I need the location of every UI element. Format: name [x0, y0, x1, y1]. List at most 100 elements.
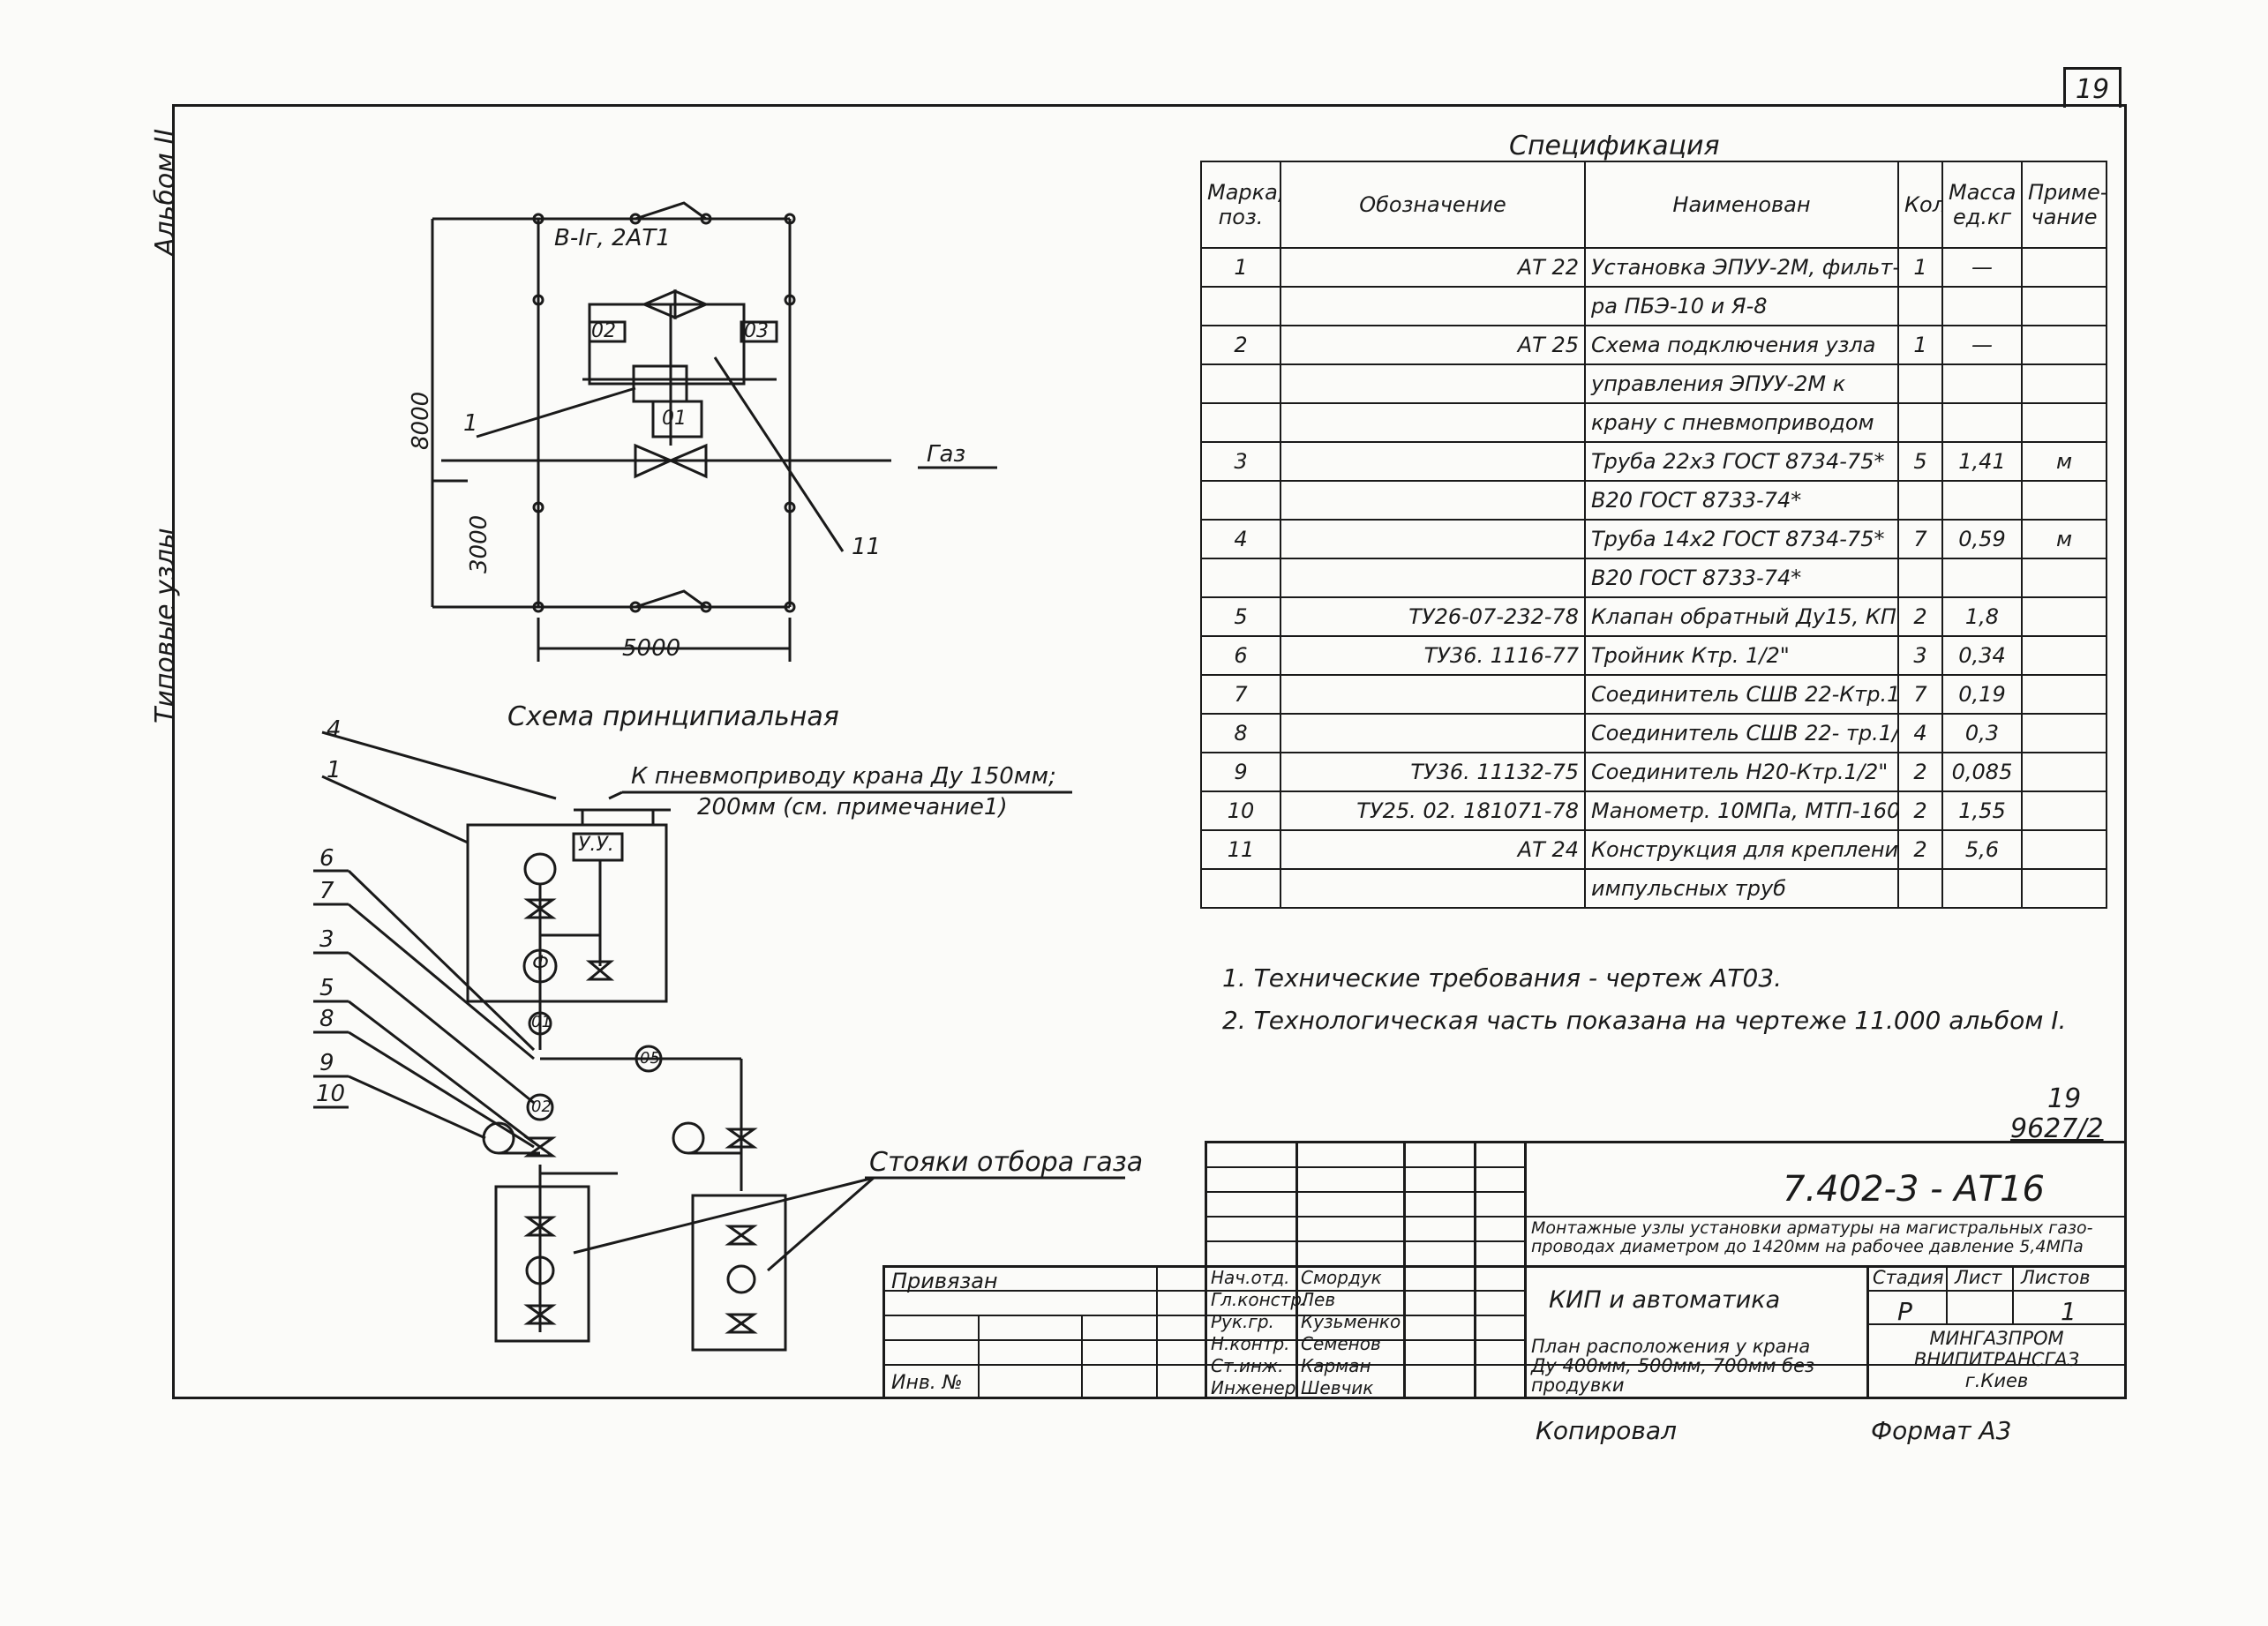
- spec-cell-note: [2021, 402, 2107, 443]
- role-name: Лев: [1301, 1289, 1336, 1310]
- spec-cell-name: Соединитель СШВ 22- тр.1/2": [1584, 713, 1899, 753]
- spec-cell-mass: [1941, 286, 2023, 326]
- spec-cell-note: [2021, 713, 2107, 753]
- stamp-num-top: 19: [2047, 1083, 2082, 1114]
- spec-cell-pos: 11: [1200, 829, 1281, 870]
- role-title: Рук.гр.: [1211, 1311, 1274, 1332]
- spec-cell-pos: [1200, 480, 1281, 521]
- schema-yy: У.У.: [578, 834, 614, 856]
- spec-cell-name: Клапан обратный Ду15, КП-160: [1584, 596, 1899, 637]
- spec-cell-designation: [1280, 441, 1586, 482]
- spec-cell-designation: [1280, 363, 1586, 404]
- spec-cell-designation: АТ 24: [1280, 829, 1586, 870]
- spec-cell-qty: [1897, 558, 1943, 598]
- spec-cell-qty: 1: [1897, 247, 1943, 288]
- spec-cell-name: крану с пневмоприводом: [1584, 402, 1899, 443]
- spec-cell-pos: 2: [1200, 325, 1281, 365]
- role-title: Инженер: [1211, 1377, 1296, 1398]
- role-name: Семенов: [1301, 1333, 1381, 1354]
- titleblock-inv: Инв. №: [891, 1372, 963, 1394]
- schema-callout-1: 1: [327, 757, 342, 783]
- spec-cell-qty: [1897, 480, 1943, 521]
- spec-cell-name: Труба 22х3 ГОСТ 8734-75*: [1584, 441, 1899, 482]
- titleblock-format: Формат А3: [1871, 1416, 2012, 1445]
- spec-cell-designation: АТ 25: [1280, 325, 1586, 365]
- spec-cell-note: [2021, 558, 2107, 598]
- spec-cell-qty: [1897, 402, 1943, 443]
- titleblock-project: Монтажные узлы установки арматуры на маг…: [1531, 1218, 2093, 1256]
- spec-cell-pos: 10: [1200, 791, 1281, 831]
- spec-cell-note: [2021, 752, 2107, 792]
- stamp-num-bottom: 9627/2: [2010, 1113, 2104, 1144]
- spec-cell-mass: —: [1941, 247, 2023, 288]
- spec-cell-mass: 1,41: [1941, 441, 2023, 482]
- spec-cell-mass: 0,085: [1941, 752, 2023, 792]
- spec-cell-pos: 6: [1200, 635, 1281, 676]
- spec-cell-mass: [1941, 868, 2023, 909]
- spec-cell-note: [2021, 791, 2107, 831]
- spec-cell-note: [2021, 596, 2107, 637]
- titleblock-sheet-title: План расположения у крана Ду 400мм, 500м…: [1531, 1336, 1815, 1396]
- schema-02: 02: [531, 1098, 552, 1116]
- spec-cell-mass: 1,8: [1941, 596, 2023, 637]
- note-1: 1. Технические требования - чертеж АТ03.: [1222, 963, 1783, 993]
- spec-cell-mass: [1941, 363, 2023, 404]
- spec-cell-pos: [1200, 402, 1281, 443]
- plan-label-02: 02: [591, 320, 616, 342]
- spec-cell-note: [2021, 480, 2107, 521]
- spec-cell-note: [2021, 868, 2107, 909]
- schema-callout-9: 9: [319, 1050, 334, 1076]
- note-2: 2. Технологическая часть показана на чер…: [1222, 1006, 2067, 1035]
- spec-cell-note: [2021, 635, 2107, 676]
- spec-cell-designation: ТУ36. 11132-75: [1280, 752, 1586, 792]
- spec-header-note: Приме- чание: [2021, 161, 2107, 249]
- schema-callout-10: 10: [316, 1081, 346, 1107]
- role-title: Ст.инж.: [1211, 1355, 1284, 1376]
- spec-cell-mass: —: [1941, 325, 2023, 365]
- spec-cell-qty: 4: [1897, 713, 1943, 753]
- spec-cell-pos: [1200, 558, 1281, 598]
- spec-cell-pos: 5: [1200, 596, 1281, 637]
- spec-header-name: Наименован: [1584, 161, 1899, 249]
- spec-cell-mass: 0,59: [1941, 519, 2023, 559]
- spec-cell-mass: [1941, 480, 2023, 521]
- spec-cell-mass: 0,34: [1941, 635, 2023, 676]
- role-name: Карман: [1301, 1355, 1371, 1376]
- spec-cell-pos: 7: [1200, 674, 1281, 715]
- titleblock-sheets-header: Листов: [2021, 1267, 2091, 1288]
- spec-cell-name: В20 ГОСТ 8733-74*: [1584, 480, 1899, 521]
- schema-callout-8: 8: [319, 1006, 334, 1032]
- spec-cell-pos: [1200, 286, 1281, 326]
- titleblock-stage-header: Стадия: [1873, 1267, 1944, 1288]
- spec-header-designation: Обозначение: [1280, 161, 1586, 249]
- spec-cell-name: В20 ГОСТ 8733-74*: [1584, 558, 1899, 598]
- spec-cell-note: [2021, 247, 2107, 288]
- spec-cell-name: Соединитель СШВ 22-Ктр.1/2": [1584, 674, 1899, 715]
- spec-cell-pos: 9: [1200, 752, 1281, 792]
- spec-header-qty: Кол.: [1897, 161, 1943, 249]
- titleblock-sheet-header: Лист: [1955, 1267, 2002, 1288]
- spec-header-mass: Масса ед.кг: [1941, 161, 2023, 249]
- titleblock-copied: Копировал: [1536, 1416, 1677, 1445]
- schema-callout-6: 6: [319, 845, 334, 872]
- schema-title: Схема принципиальная: [507, 701, 839, 732]
- sheet-number: 19: [2063, 67, 2122, 108]
- spec-cell-pos: 3: [1200, 441, 1281, 482]
- spec-cell-designation: ТУ25. 02. 181071-78: [1280, 791, 1586, 831]
- drawing-frame: [172, 104, 2127, 1399]
- spec-cell-mass: 5,6: [1941, 829, 2023, 870]
- spec-cell-name: Установка ЭПУУ-2М, фильт-: [1584, 247, 1899, 288]
- spec-cell-mass: 1,55: [1941, 791, 2023, 831]
- schema-05: 05: [640, 1049, 660, 1068]
- titleblock-privyazan: Привязан: [891, 1269, 998, 1293]
- spec-cell-qty: [1897, 868, 1943, 909]
- spec-header-row: Марка, поз. Обозначение Наименован Кол. …: [1200, 161, 2107, 249]
- schema-callout-5: 5: [319, 975, 334, 1001]
- spec-cell-designation: [1280, 286, 1586, 326]
- spec-cell-note: м: [2021, 441, 2107, 482]
- spec-cell-qty: [1897, 363, 1943, 404]
